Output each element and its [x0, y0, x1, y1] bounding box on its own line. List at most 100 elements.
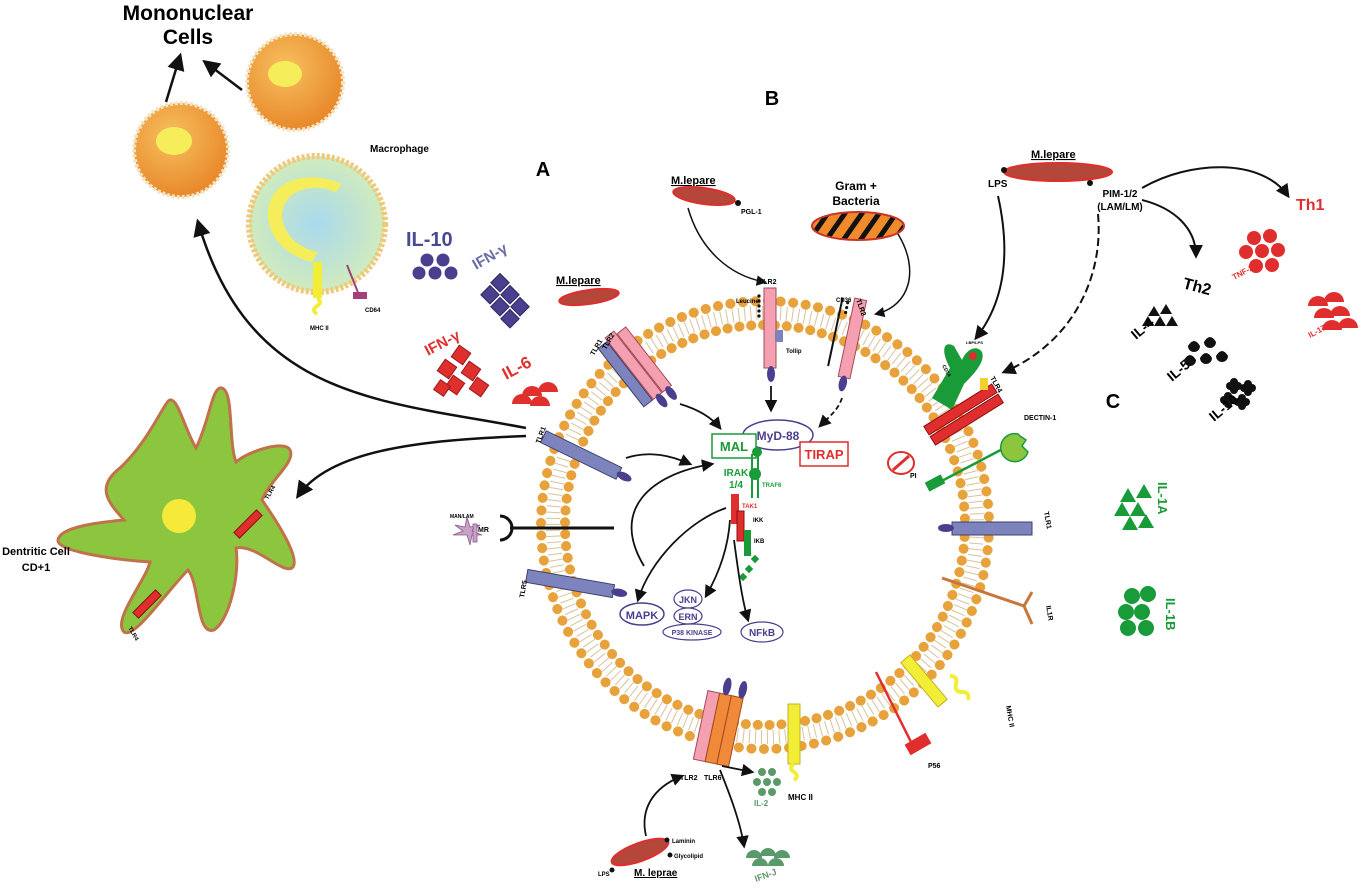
arrow	[974, 195, 1006, 341]
il1a-label: IL-1A	[1155, 482, 1170, 515]
il4-label: IL-4	[1128, 314, 1158, 342]
irak-label: IRAK	[724, 468, 749, 479]
tlr2-cd36	[827, 297, 868, 392]
macrophage: Macrophage MHC II CD64	[246, 144, 429, 332]
arrow	[164, 52, 185, 103]
tlr6-label: TLR6	[704, 775, 722, 782]
nucleus	[268, 61, 302, 87]
mhc2-receptor-bottom: MHC II	[787, 703, 813, 802]
il1r-label: IL1R	[1044, 605, 1054, 621]
ern-label: ERN	[678, 612, 697, 622]
p38-label: P38 KINASE	[672, 630, 713, 637]
m-lepare-a: M.lepare	[556, 275, 620, 307]
pi-label: PI	[910, 473, 917, 480]
panel-a-label: A	[536, 159, 550, 181]
mapk-label: MAPK	[626, 610, 658, 622]
arrow-to-dendritic	[295, 434, 527, 499]
il1b-label: IL-1B	[1163, 598, 1178, 631]
pgl1-label: PGL-1	[741, 209, 762, 216]
th1-label: Th1	[1296, 197, 1325, 214]
cd36-label: CD36	[836, 298, 852, 304]
pi-receptor: PI	[887, 451, 917, 480]
arrow	[630, 459, 715, 567]
il6-cytokine: IL-6	[499, 353, 558, 406]
arrow	[719, 769, 749, 849]
tlr5-label: TLR5	[519, 580, 529, 599]
arrow	[818, 397, 843, 428]
irak-label-line2: 1/4	[729, 480, 743, 491]
th2-label: Th2	[1181, 275, 1213, 299]
kinase-nodes: MAPK JKN ERN P38 KINASE NFkB	[619, 589, 784, 643]
th2-group: Th2 IL-4 IL-5 IL-10	[1128, 275, 1256, 424]
arrow	[1001, 213, 1100, 375]
jkn-label: JKN	[679, 595, 697, 605]
il2-cytokine: IL-2	[753, 768, 781, 808]
mlepare-c-label: M.lepare	[1031, 149, 1076, 161]
tirap-label: TIRAP	[805, 447, 844, 462]
ifnj-label: IFN-J	[753, 867, 778, 884]
mononuclear-title: Mononuclear	[123, 2, 254, 25]
pim-label-line2: (LAM/LM)	[1097, 202, 1143, 213]
lps-label-top: LPS	[988, 179, 1008, 190]
macrophage-nucleus	[267, 177, 342, 262]
dendritic-label: Dentritic Cell	[2, 546, 70, 558]
tlr2-tlr6-dimer	[692, 677, 748, 768]
panel-b-label: B	[765, 88, 779, 110]
laminin-label: Laminin	[672, 839, 695, 845]
tak1-label: TAK1	[742, 504, 758, 510]
arrow	[202, 59, 243, 91]
p56-receptor: P56	[874, 671, 941, 770]
mleprae-label: M. leprae	[634, 868, 678, 879]
il10-label: IL-10	[406, 229, 453, 251]
myd88-label: MyD-88	[757, 429, 800, 443]
mhc2-label-bottom: MHC II	[788, 793, 813, 802]
nfkb-label: NFkB	[749, 628, 775, 639]
m-lepare-pgl1: M.lepare PGL-1	[671, 175, 762, 216]
ikb-label: IKB	[754, 539, 765, 545]
arrow	[679, 403, 722, 430]
mlepare-a-label: M.lepare	[556, 275, 601, 287]
tlr1-tlr2-dimer	[597, 326, 677, 408]
tlr2-receptor-top	[757, 287, 783, 382]
arrow	[1141, 199, 1203, 259]
tlr5-receptor	[525, 568, 628, 599]
arrow-to-mononuclear	[193, 218, 527, 430]
il17a-label: IL-17A	[1307, 320, 1333, 340]
arrow	[733, 539, 752, 623]
arrow	[704, 519, 731, 599]
tlr1-receptor-left	[539, 430, 632, 482]
ifng-cytokine-blue: IFN-γ	[470, 240, 530, 329]
gram-label-line2: Bacteria	[832, 194, 880, 208]
tlr1-receptor-right	[938, 521, 1033, 536]
arrow	[643, 773, 685, 837]
p56-label: P56	[928, 763, 941, 770]
mononuclear-cell-group: Mononuclear Cells	[123, 2, 345, 199]
dendritic-label-line2: CD+1	[22, 562, 50, 574]
arrow	[721, 763, 755, 777]
il1r-receptor: IL1R	[941, 576, 1054, 625]
mal-label: MAL	[720, 439, 748, 454]
dendritic-cell: TLR4 TLR4 Dentritic Cell CD+1	[2, 386, 296, 643]
arrow	[625, 453, 693, 466]
il2-label: IL-2	[754, 799, 769, 808]
tnf2-label: TNF-2	[1231, 263, 1256, 282]
lbp-label: LBP/LPS	[966, 340, 983, 345]
tlr2-label-bottom: TLR2	[680, 775, 698, 782]
ifng-label: IFN-γ	[470, 240, 512, 274]
arrow	[687, 207, 768, 286]
macrophage-label: Macrophage	[370, 144, 429, 155]
il6-label: IL-6	[499, 353, 535, 384]
il10b-label: IL-10	[1206, 391, 1241, 424]
leucine-label: Leucine	[736, 299, 759, 305]
lps-label-bottom: LPS	[598, 872, 610, 878]
ifnj-cytokine: IFN-J	[746, 848, 790, 884]
th1-group: Th1 TNF-2 IL-17A	[1231, 197, 1358, 340]
dectin-label: DECTIN-1	[1024, 415, 1056, 422]
traf6-label: TRAF6	[762, 483, 782, 489]
arrow	[873, 233, 911, 318]
mhc2-label-right: MHC II	[1004, 705, 1015, 728]
manlam-label: MAN/LAM	[450, 514, 474, 520]
tirap-box	[799, 441, 849, 467]
panel-c-label: C	[1106, 391, 1120, 413]
